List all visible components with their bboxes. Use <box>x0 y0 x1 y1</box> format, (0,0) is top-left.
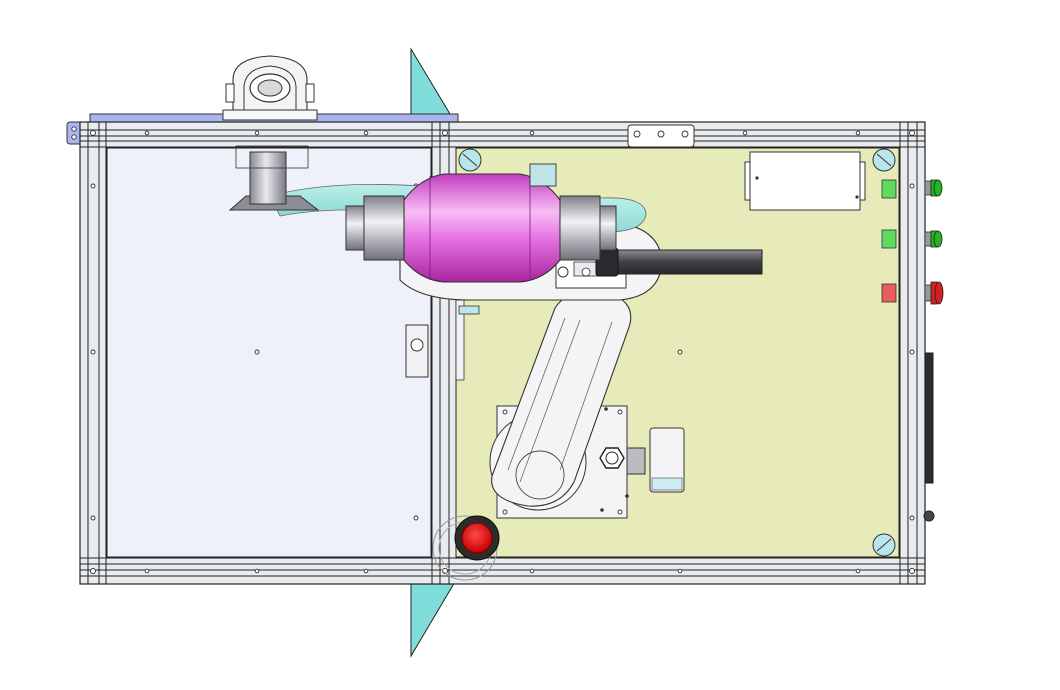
green-indicator <box>881 229 897 249</box>
corner-bolt-icon <box>458 148 896 557</box>
frame-holes <box>90 130 915 574</box>
pilot-lights <box>924 179 944 305</box>
emergency-stop-icon[interactable] <box>432 515 500 581</box>
side-panel <box>923 352 935 522</box>
door-handle-icon <box>222 55 318 121</box>
red-indicator <box>881 283 897 303</box>
tool-bracket <box>529 163 557 187</box>
parts-tray <box>649 427 685 493</box>
gripper <box>228 145 320 211</box>
door-sensor <box>405 299 480 381</box>
control-box <box>744 151 866 211</box>
end-effector <box>345 173 617 283</box>
green-pilot-light <box>924 230 943 248</box>
cable <box>595 247 763 277</box>
green-indicator <box>881 179 897 199</box>
green-pilot-light <box>924 179 943 197</box>
red-pilot-light <box>924 281 944 305</box>
lower-door-guard <box>410 579 457 658</box>
latch-plate-icon <box>627 124 695 148</box>
status-indicators <box>881 179 897 303</box>
upper-door-guard <box>410 47 457 125</box>
